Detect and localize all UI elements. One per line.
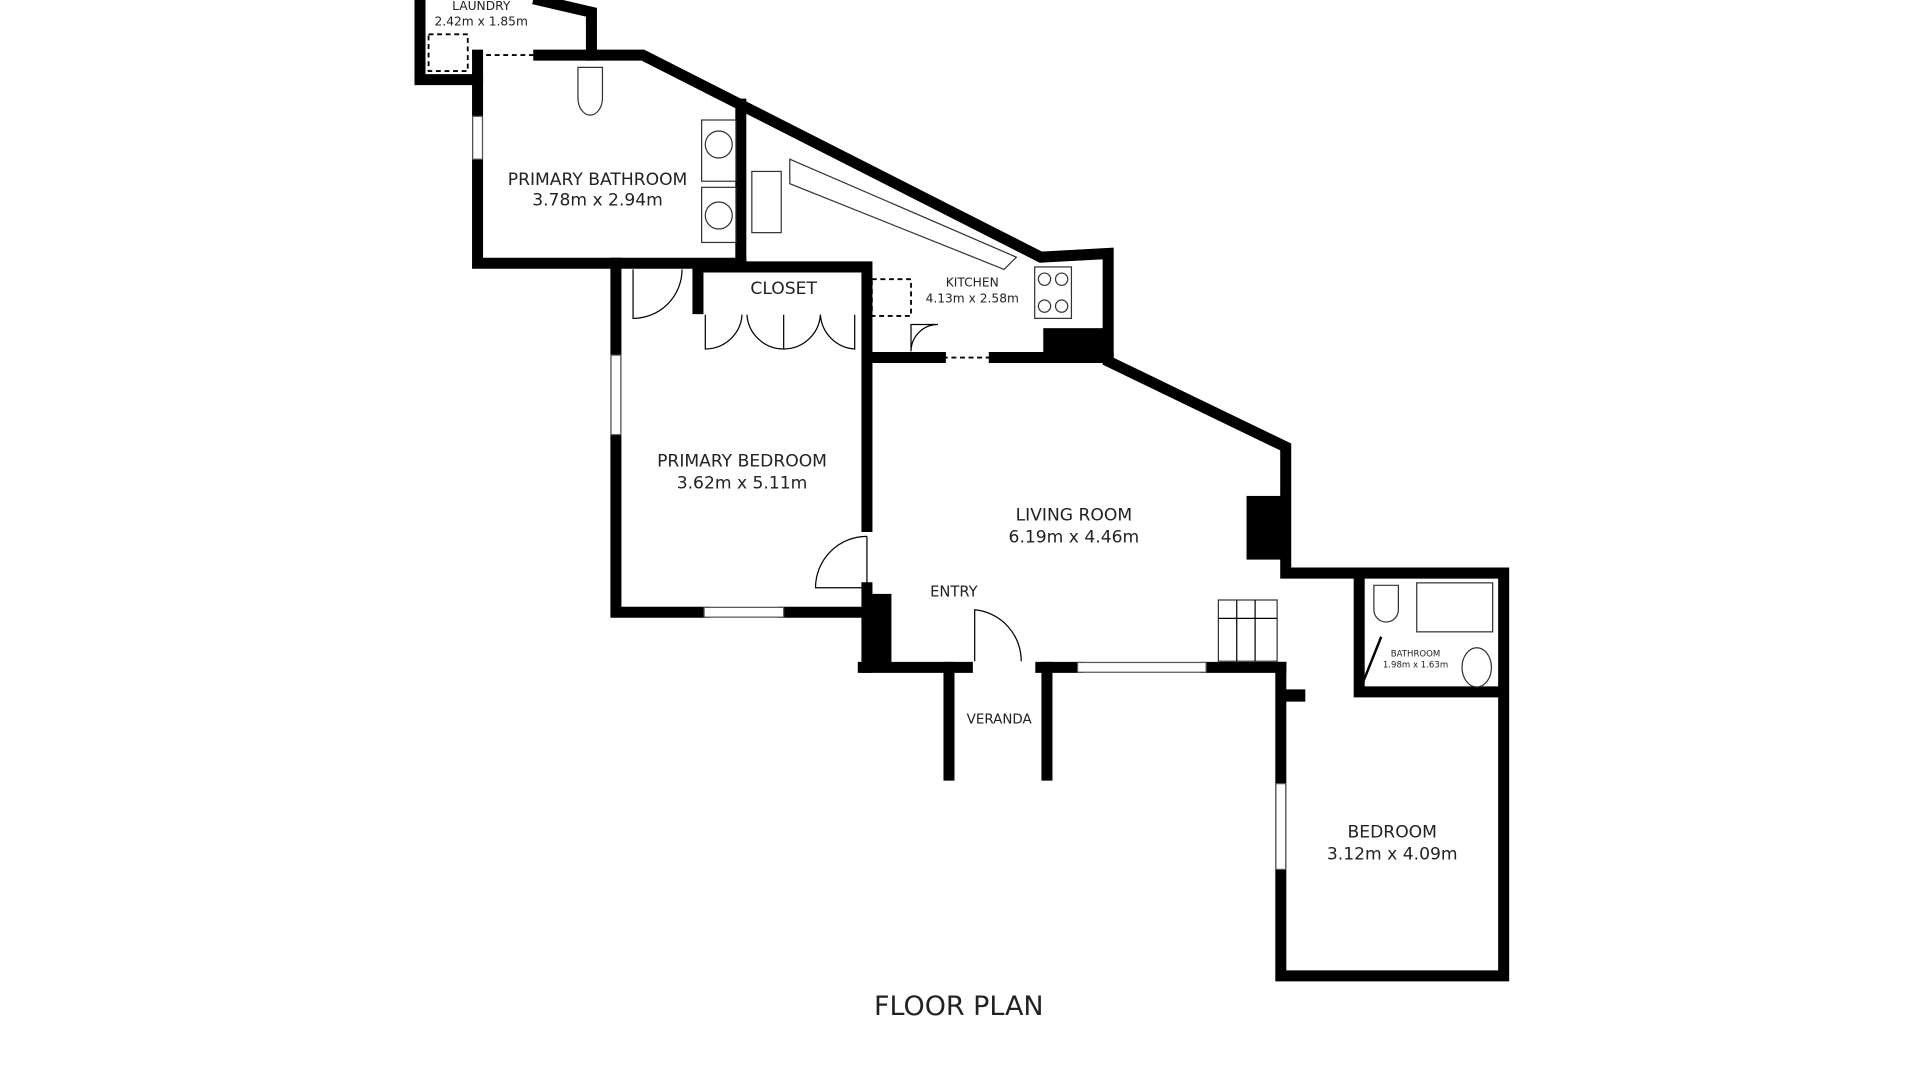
bathroom-sink-icon (1461, 647, 1493, 688)
stairs-icon (1217, 599, 1278, 662)
sink-icon (751, 170, 782, 234)
primary-bedroom-label: PRIMARY BEDROOM (657, 452, 827, 472)
room-labels: LAUNDRY 2.42m x 1.85m PRIMARY BATHROOM 3… (435, 0, 1458, 1022)
door-icon (632, 269, 683, 319)
primary-bathroom-size: 3.78m x 2.94m (532, 191, 663, 211)
laundry-label: LAUNDRY (452, 0, 511, 13)
bathroom-size: 1.98m x 1.63m (1383, 660, 1448, 670)
bathroom-label: BATHROOM (1391, 649, 1441, 659)
bedroom-size: 3.12m x 4.09m (1327, 845, 1458, 865)
primary-bedroom-size: 3.62m x 5.11m (677, 474, 808, 494)
floor-plan-title: FLOOR PLAN (874, 991, 1044, 1022)
laundry-size: 2.42m x 1.85m (435, 15, 528, 29)
bathtub-icon (1416, 582, 1494, 633)
kitchen-size: 4.13m x 2.58m (926, 291, 1019, 305)
kitchen-label: KITCHEN (946, 276, 999, 290)
fixtures (427, 33, 1494, 870)
entry-label: ENTRY (930, 583, 978, 600)
primary-bathroom-label: PRIMARY BATHROOM (508, 170, 688, 190)
walls (414, 0, 1510, 982)
toilet-icon (577, 66, 604, 116)
closet-label: CLOSET (750, 279, 817, 299)
living-room-label: LIVING ROOM (1016, 505, 1133, 525)
living-room-size: 6.19m x 4.46m (1009, 527, 1140, 547)
veranda-label: VERANDA (967, 713, 1033, 728)
bedroom-label: BEDROOM (1348, 823, 1437, 843)
